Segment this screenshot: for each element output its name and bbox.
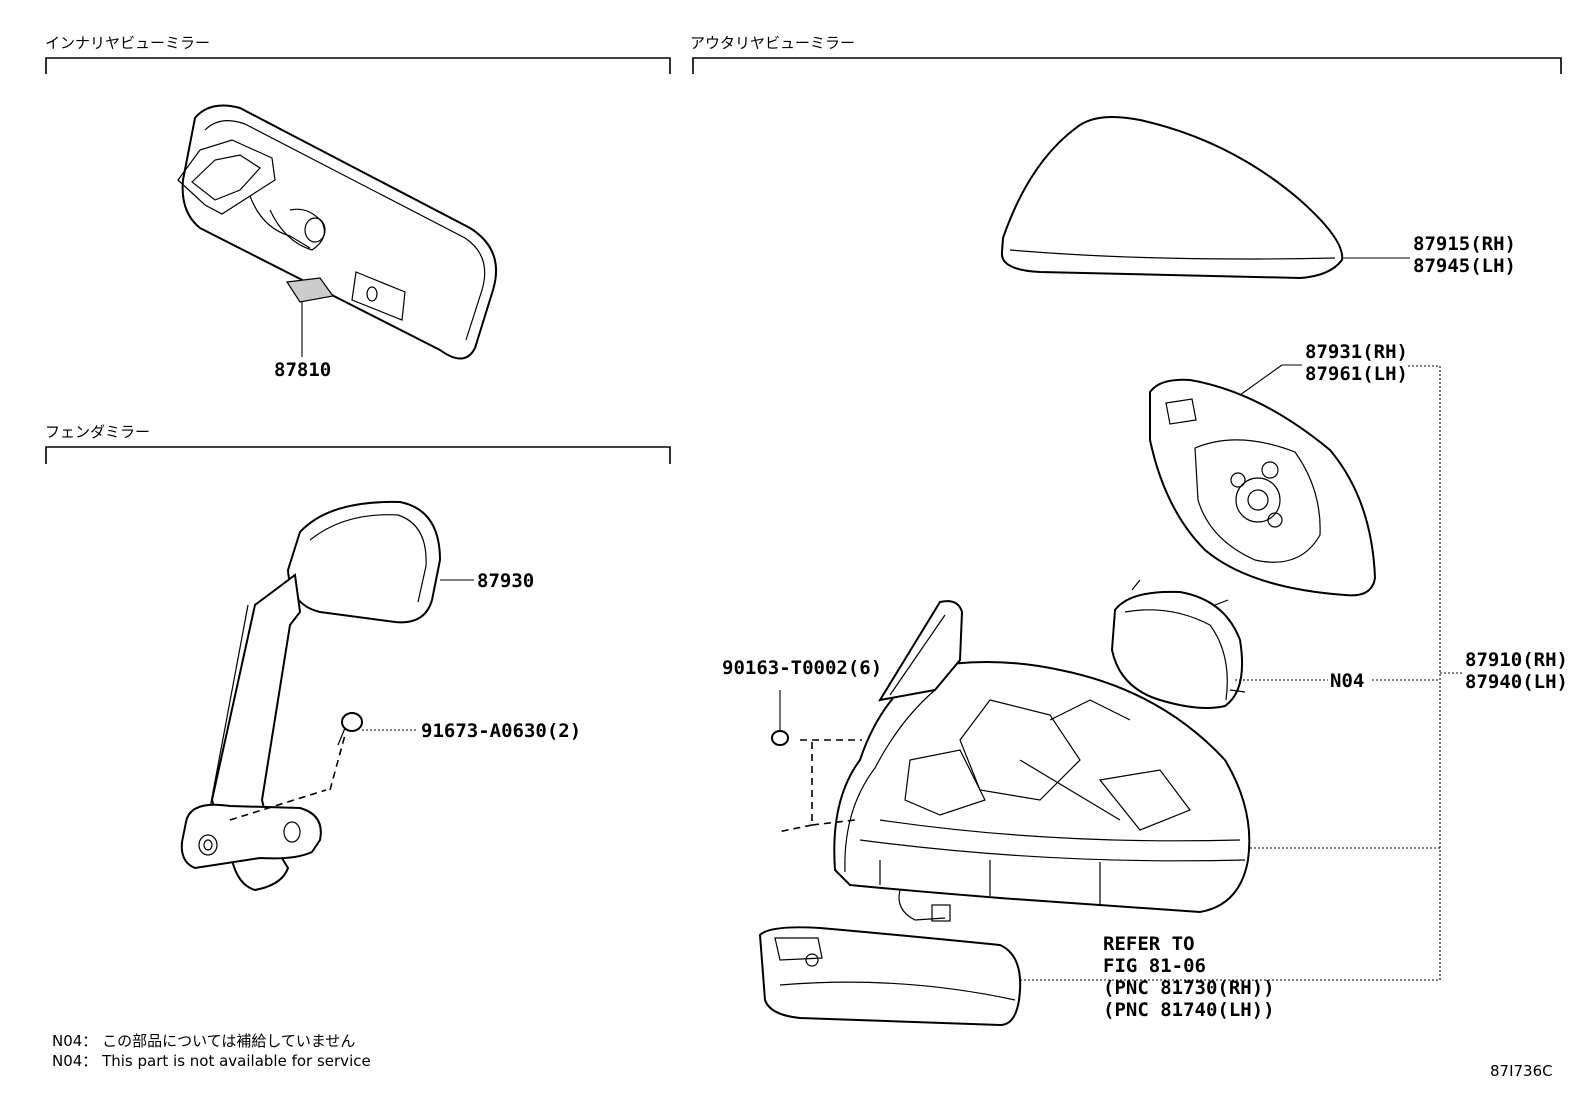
screw-line-4 — [811, 819, 856, 826]
section-title-fender-mirror: フェンダミラー — [45, 423, 150, 441]
note-en: N04： This part is not available for serv… — [52, 1052, 371, 1070]
note-jp: N04： この部品については補給していません — [52, 1032, 355, 1050]
section-title-outer-mirror: アウタリヤビューミラー — [690, 34, 855, 52]
part-label-87945-lh: 87945(LH) — [1413, 255, 1516, 277]
refer-line-1: REFER TO — [1103, 933, 1195, 955]
outer-mirror-cover — [1000, 115, 1344, 280]
bracket-fender-mirror — [45, 446, 671, 464]
screw-line-3 — [777, 824, 813, 833]
part-label-90163-T0002: 90163-T0002(6) — [722, 657, 882, 679]
part-label-87915-rh: 87915(RH) — [1413, 233, 1516, 255]
part-label-87961-lh: 87961(LH) — [1305, 363, 1408, 385]
refer-line-3: (PNC 81730(RH)) — [1103, 977, 1275, 999]
leader-87931-a — [1239, 364, 1283, 396]
part-label-91673-A0630: 91673-A0630(2) — [421, 720, 581, 742]
bracket-inner-mirror — [45, 57, 671, 74]
part-label-87931-rh: 87931(RH) — [1305, 341, 1408, 363]
part-label-87940-lh: 87940(LH) — [1465, 671, 1568, 693]
bracket-outer-mirror — [692, 57, 1562, 74]
refer-line-4: (PNC 81740(LH)) — [1103, 999, 1275, 1021]
turn-signal-lamp — [758, 926, 1022, 1027]
outer-mirror-base-assembly — [833, 600, 1251, 922]
figure-code: 87I736C — [1490, 1062, 1553, 1080]
mirror-actuator-motor — [1110, 579, 1246, 709]
part-label-n04: N04 — [1330, 670, 1364, 692]
mirror-glass — [1149, 378, 1377, 597]
refer-line-2: FIG 81-06 — [1103, 955, 1206, 977]
inner-rear-view-mirror — [177, 104, 498, 360]
part-label-87930: 87930 — [477, 570, 534, 592]
screw-90163 — [771, 730, 789, 746]
section-title-inner-mirror: インナリヤビューミラー — [45, 34, 210, 52]
part-label-87810: 87810 — [274, 359, 331, 381]
part-label-87910-rh: 87910(RH) — [1465, 649, 1568, 671]
fender-mirror — [180, 500, 442, 892]
